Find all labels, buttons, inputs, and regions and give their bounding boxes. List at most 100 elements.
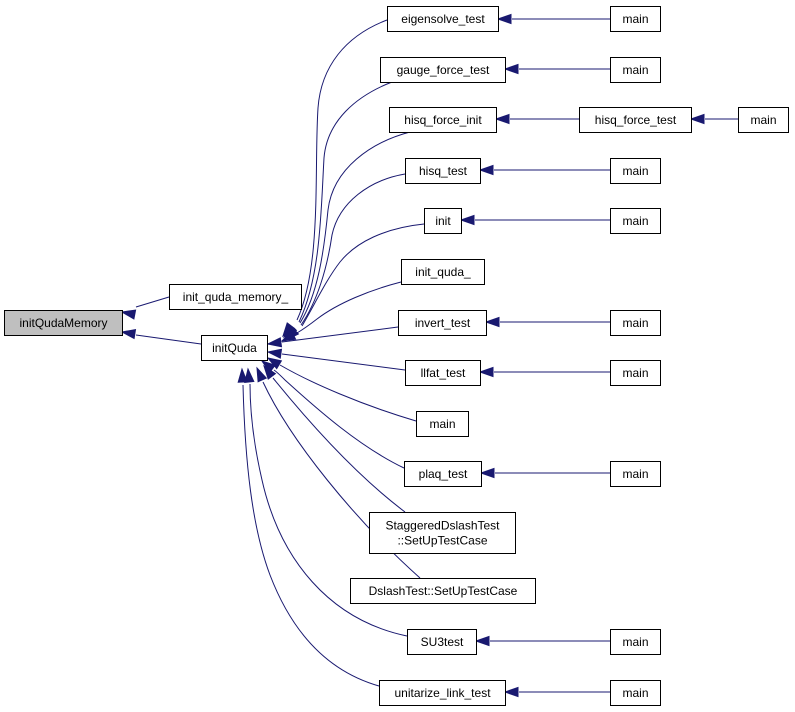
node-su3test[interactable]: SU3test [407, 629, 477, 655]
node-init[interactable]: init [424, 208, 462, 234]
node-initqudamemory[interactable]: initQudaMemory [4, 310, 123, 336]
node-hisq-force-test[interactable]: hisq_force_test [579, 107, 692, 133]
node-box[interactable] [201, 335, 268, 361]
node-main-eig[interactable]: main [610, 6, 661, 32]
node-box[interactable] [387, 6, 499, 32]
edge-main_llfat-to-llfat_test [478, 366, 610, 378]
node-box[interactable] [610, 629, 661, 655]
edge-main_direct-to-initQuda [266, 357, 417, 422]
edge-plaq_test-to-initQuda [260, 360, 405, 469]
node-box[interactable] [405, 158, 481, 184]
node-box[interactable] [610, 461, 661, 487]
node-init-quda-[interactable]: init_quda_ [401, 259, 485, 285]
node-initquda[interactable]: initQuda [201, 335, 268, 361]
node-label: llfat_test [421, 366, 466, 380]
edge-main_invert-to-invert_test [484, 316, 610, 328]
node-box[interactable] [398, 310, 487, 336]
arrowhead-icon [479, 467, 495, 479]
arrowhead-icon [503, 686, 519, 698]
node-box[interactable] [610, 158, 661, 184]
node-label: DslashTest::SetUpTestCase [369, 584, 518, 598]
node-main-direct[interactable]: main [416, 411, 469, 437]
node-init-quda-memory-[interactable]: init_quda_memory_ [169, 284, 302, 310]
node-box[interactable] [610, 680, 661, 706]
edge-line [242, 384, 380, 687]
node-label: initQudaMemory [19, 316, 107, 330]
node-box[interactable] [389, 107, 497, 133]
node-box[interactable] [404, 461, 482, 487]
node-main-plaq[interactable]: main [610, 461, 661, 487]
node-label: main [622, 635, 648, 649]
node-box[interactable] [379, 680, 506, 706]
node-staggered[interactable]: StaggeredDslashTest::SetUpTestCase [369, 512, 516, 554]
node-main-llfat[interactable]: main [610, 360, 661, 386]
node-hisq-force-init[interactable]: hisq_force_init [389, 107, 497, 133]
node-label: gauge_force_test [397, 63, 490, 77]
arrowhead-icon [478, 164, 494, 176]
edge-hisq_force_test-to-hisq_force_init [494, 113, 579, 125]
node-plaq-test[interactable]: plaq_test [404, 461, 482, 487]
edge-llfat_test-to-initQuda [266, 348, 406, 371]
node-main-unit[interactable]: main [610, 680, 661, 706]
node-box[interactable] [610, 6, 661, 32]
edges-layer [120, 13, 738, 698]
node-box[interactable] [738, 107, 789, 133]
node-label: ::SetUpTestCase [397, 534, 487, 548]
node-label: main [622, 467, 648, 481]
node-box[interactable] [369, 512, 516, 554]
node-box[interactable] [380, 57, 506, 83]
nodes-layer: initQudaMemory init_quda_memory_ initQuda e… [4, 6, 789, 706]
node-label: main [622, 316, 648, 330]
edge-line [272, 377, 406, 513]
node-box[interactable] [610, 360, 661, 386]
node-label: init [435, 214, 451, 228]
edge-main_unit-to-unitarize [503, 686, 610, 698]
node-box[interactable] [610, 310, 661, 336]
node-llfat-test[interactable]: llfat_test [405, 360, 481, 386]
arrowhead-icon [256, 366, 268, 383]
node-box[interactable] [424, 208, 462, 234]
node-box[interactable] [610, 57, 661, 83]
node-label: plaq_test [419, 467, 468, 481]
node-main-hft[interactable]: main [738, 107, 789, 133]
edge-line [299, 131, 411, 324]
edge-line [135, 296, 170, 308]
node-label: main [622, 214, 648, 228]
node-hisq-test[interactable]: hisq_test [405, 158, 481, 184]
node-eigensolve-test[interactable]: eigensolve_test [387, 6, 499, 32]
edge-main_gauge-to-gauge_force_test [503, 63, 610, 75]
edge-line [300, 173, 406, 326]
node-dslash[interactable]: DslashTest::SetUpTestCase [350, 578, 536, 604]
node-main-gauge[interactable]: main [610, 57, 661, 83]
edge-main_hft-to-hisq_force_test [689, 113, 738, 125]
node-label: init_quda_ [415, 265, 471, 279]
node-box[interactable] [169, 284, 302, 310]
node-unitarize[interactable]: unitarize_link_test [379, 680, 506, 706]
edge-line [298, 81, 393, 323]
node-box[interactable] [610, 208, 661, 234]
node-gauge-force-test[interactable]: gauge_force_test [380, 57, 506, 83]
node-main-invert[interactable]: main [610, 310, 661, 336]
node-box[interactable] [350, 578, 536, 604]
node-label: main [622, 686, 648, 700]
node-label: main [429, 417, 455, 431]
arrowhead-icon [244, 367, 255, 383]
node-box[interactable] [401, 259, 485, 285]
node-label: SU3test [421, 635, 464, 649]
node-label: eigensolve_test [401, 12, 485, 26]
node-box[interactable] [4, 310, 123, 336]
node-box[interactable] [407, 629, 477, 655]
arrowhead-icon [478, 366, 494, 378]
node-box[interactable] [416, 411, 469, 437]
node-main-su3[interactable]: main [610, 629, 661, 655]
edge-main_eig-to-eigensolve_test [496, 13, 610, 25]
node-main-hisq[interactable]: main [610, 158, 661, 184]
node-invert-test[interactable]: invert_test [398, 310, 487, 336]
node-label: main [750, 113, 776, 127]
node-main-init[interactable]: main [610, 208, 661, 234]
node-box[interactable] [579, 107, 692, 133]
node-box[interactable] [405, 360, 481, 386]
edge-line [296, 19, 388, 321]
arrowhead-icon [266, 357, 283, 370]
